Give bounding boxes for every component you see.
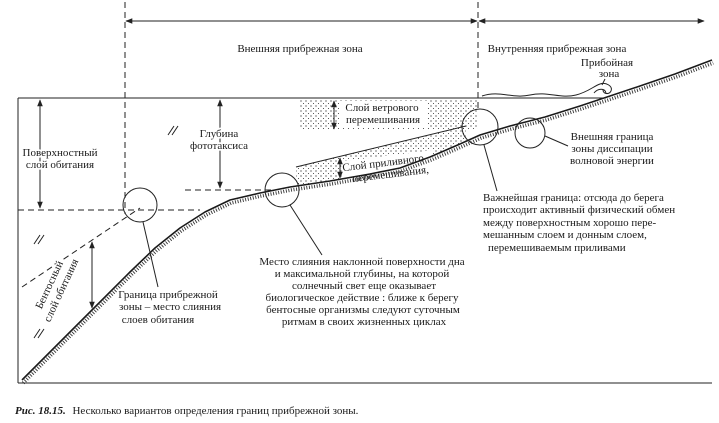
dissipation-boundary-label-line: зоны диссипации bbox=[571, 143, 652, 155]
tidal-layer-top-edge bbox=[295, 125, 467, 168]
sea-bed-hatching bbox=[21, 61, 714, 385]
key-boundary-label-line: мешанным слоем и донным слоем, bbox=[483, 229, 647, 241]
layer-boundaries bbox=[18, 125, 467, 288]
coastal-boundary-leader bbox=[142, 221, 159, 288]
water-hatch-icon bbox=[33, 328, 45, 339]
key-boundary-label-line: между поверхностным хорошо пере- bbox=[483, 217, 656, 229]
key-boundary-label-line: перемешиваемым приливами bbox=[488, 242, 626, 254]
coastal-boundary-label-line: зоны – место слияния bbox=[119, 301, 221, 313]
photic-bed-junction-label-line: биологическое действие : ближе к берегу bbox=[265, 292, 459, 304]
sea-bed bbox=[21, 59, 714, 385]
sea-bed-line bbox=[21, 59, 713, 381]
surface-layer-label-line: слой обитания bbox=[26, 159, 94, 171]
key-boundary-circle bbox=[461, 108, 499, 146]
benthic-layer-label: Бентосный слой обитания bbox=[32, 255, 83, 325]
key-boundary-label-line: Важнейшая граница: отсюда до берега bbox=[483, 192, 664, 204]
water-hatch-icon bbox=[33, 234, 45, 245]
coastal-boundary-label-line: Граница прибрежной bbox=[118, 289, 218, 301]
outer-zone-label: Внешняя прибрежная зона bbox=[237, 43, 362, 55]
figure-caption-text: Несколько вариантов определения границ п… bbox=[72, 405, 358, 417]
key-boundary-label-line: происходит активный физический обмен bbox=[483, 204, 675, 216]
inner-zone-label: Внутренняя прибрежная зона bbox=[488, 43, 627, 55]
wind-mixing-label-line: Слой ветрового bbox=[345, 102, 419, 114]
photic-depth-label-line: Глубина bbox=[200, 128, 239, 140]
surf-zone-leader bbox=[601, 78, 606, 86]
tidal-mixing-label-background bbox=[340, 150, 435, 187]
photic-bed-junction-label-line: Место слияния наклонной поверхности дна bbox=[259, 256, 464, 268]
zone-extent-markers bbox=[124, 2, 705, 214]
benthic-layer-top-dashed bbox=[21, 207, 141, 288]
photic-bed-junction-leader bbox=[289, 204, 323, 256]
photic-bed-junction-label-line: и максимальной глубины, на которой bbox=[275, 268, 450, 280]
water-hatch-symbols bbox=[33, 125, 179, 339]
boundary-markers bbox=[122, 78, 606, 288]
coastal-boundary-label-line: слоев обитания bbox=[122, 314, 194, 326]
wave-curl bbox=[593, 88, 607, 94]
frame bbox=[17, 83, 712, 384]
key-boundary-leader bbox=[483, 144, 498, 192]
breaking-wave bbox=[481, 83, 612, 97]
photic-bed-junction-label-line: солнечный свет еще оказывает bbox=[292, 280, 436, 292]
surf-zone-label-line: зона bbox=[599, 68, 620, 80]
photic-depth-label-line: фототаксиса bbox=[190, 140, 248, 152]
wind-mixing-label-background bbox=[339, 101, 427, 128]
photic-bed-junction-label-line: ритмам в своих жизненных циклах bbox=[282, 316, 447, 328]
photic-bed-junction-circle bbox=[264, 172, 300, 208]
surface-layer-label-line: Поверхностный bbox=[23, 147, 98, 159]
dissipation-boundary-leader bbox=[544, 135, 569, 147]
photic-bed-junction-label-line: бентосные организмы следуют суточным bbox=[266, 304, 460, 316]
dissipation-boundary-label-line: волновой энергии bbox=[570, 155, 654, 167]
thickness-arrows bbox=[37, 99, 343, 309]
water-hatch-icon bbox=[167, 125, 179, 136]
dissipation-boundary-label-line: Внешняя граница bbox=[571, 131, 654, 143]
dissipation-boundary-circle bbox=[514, 117, 546, 149]
figure-caption: Рис. 18.15. Несколько вариантов определе… bbox=[15, 405, 359, 417]
figure-number: Рис. 18.15. bbox=[15, 405, 66, 417]
coastal-boundary-circle bbox=[122, 187, 158, 223]
wind-mixing-label-line: перемешивания bbox=[346, 114, 420, 126]
surf-zone-label-line: Прибойная bbox=[581, 57, 633, 69]
labels: Внешняя прибрежная зона Внутренняя прибр… bbox=[21, 41, 677, 330]
